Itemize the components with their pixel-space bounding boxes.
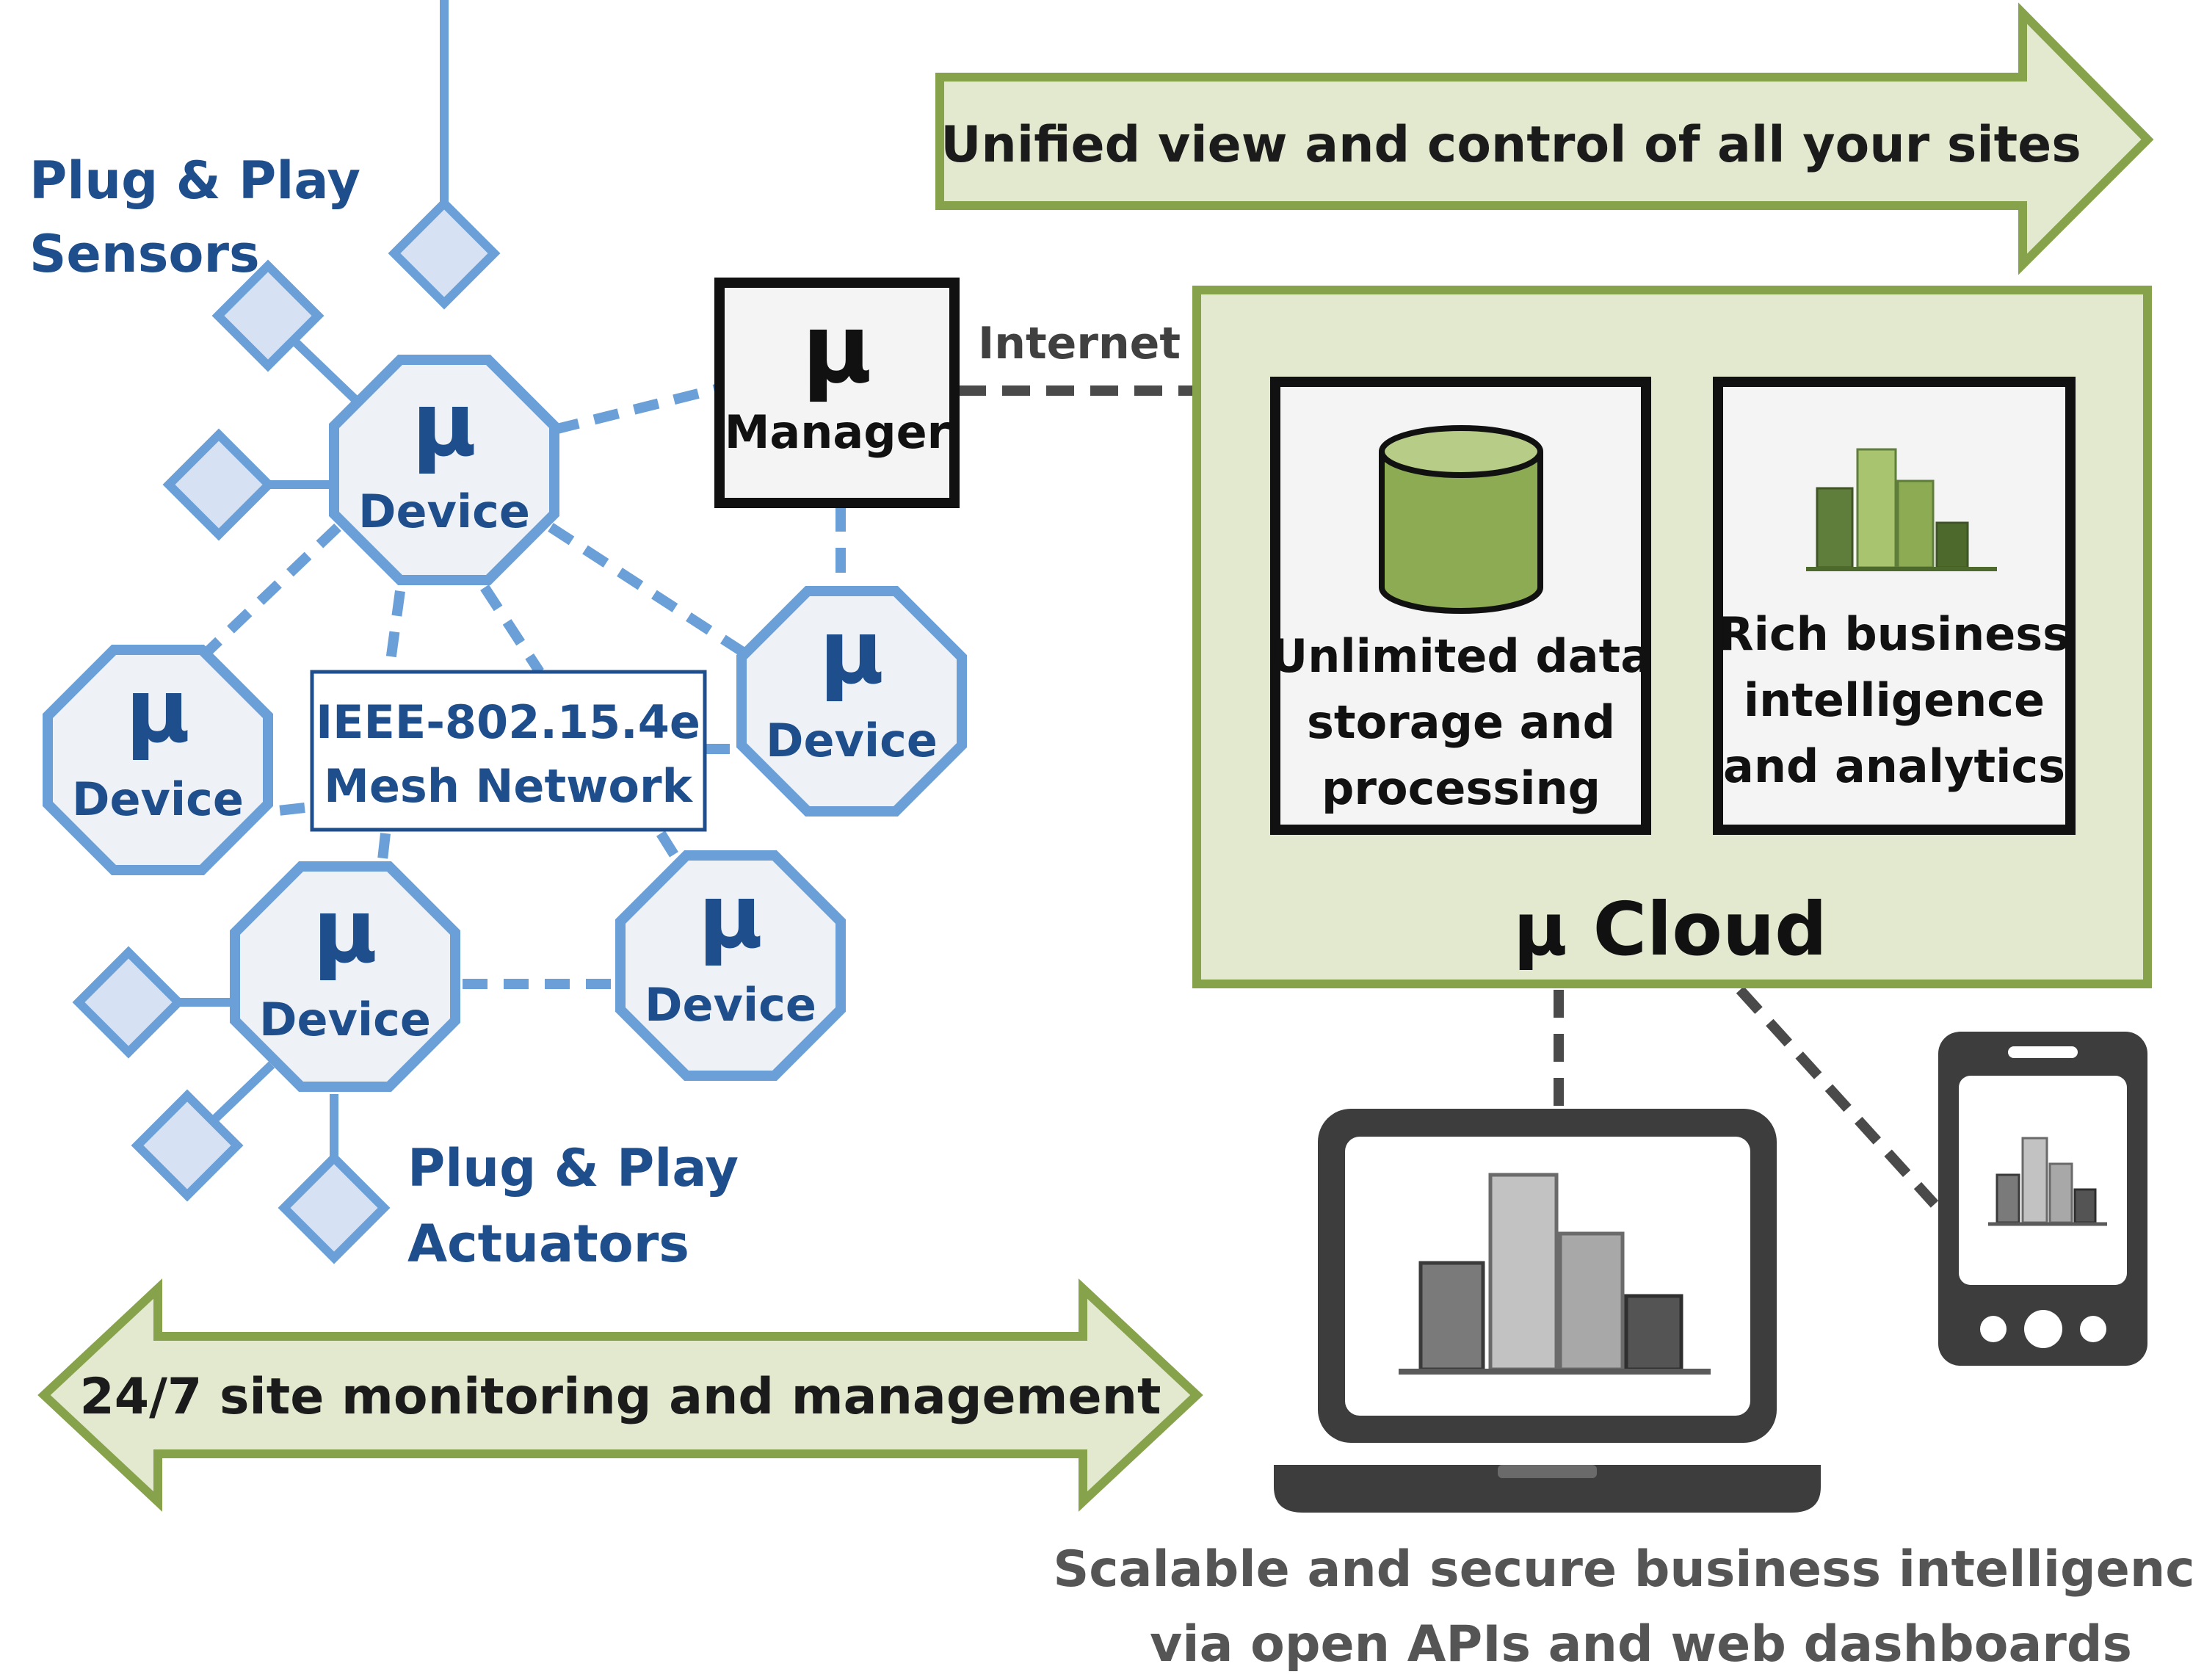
device-mu-symbol: μ [819, 602, 884, 704]
device-label: Device [259, 993, 431, 1046]
device-node: μ Device [235, 866, 455, 1087]
device-node: μ Device [620, 855, 841, 1076]
mesh-network-box: IEEE-802.15.4e Mesh Network [310, 670, 707, 832]
sensor-diamond [394, 203, 494, 303]
laptop-bar-chart [1399, 1173, 1711, 1375]
actuators-label-line2: Actuators [407, 1214, 689, 1274]
top-arrow: Unified view and control of all your sit… [935, 2, 2154, 275]
cloud-panel: μ Cloud Unlimited data storage and proce… [1192, 286, 2152, 988]
manager-node: μ Manager [714, 278, 960, 508]
analytics-box: Rich business intelligence and analytics [1713, 377, 2076, 835]
bottom-arrow-text: 24/7 site monitoring and management [79, 1368, 1161, 1426]
laptop-icon [1274, 1109, 1821, 1513]
device-label: Device [645, 978, 816, 1032]
bottom-arrow: 24/7 site monitoring and management [37, 1278, 1203, 1512]
phone-icon [1938, 1032, 2147, 1366]
phone-bar-chart [1988, 1137, 2107, 1226]
mesh-line2: Mesh Network [324, 759, 693, 813]
footer-line1: Scalable and secure business intelligenc… [1053, 1540, 2193, 1598]
device-node: μ Device [334, 360, 554, 580]
device-mu-symbol: μ [412, 374, 476, 477]
actuator-diamond [284, 1158, 384, 1258]
mesh-line1: IEEE-802.15.4e [316, 695, 700, 749]
internet-links [958, 385, 1939, 1208]
manager-mu-symbol: μ [802, 293, 872, 405]
analytics-line3: and analytics [1723, 739, 2065, 793]
actuators-label-line1: Plug & Play [407, 1138, 739, 1198]
device-mu-symbol: μ [698, 866, 763, 968]
device-label: Device [72, 772, 244, 826]
device-label: Device [766, 714, 938, 767]
sensors-label-line1: Plug & Play [29, 151, 360, 211]
internet-label: Internet [978, 318, 1181, 369]
analytics-line2: intelligence [1744, 673, 2045, 727]
device-mu-symbol: μ [313, 881, 377, 983]
storage-line2: storage and [1307, 695, 1615, 749]
cloud-label: μ Cloud [1513, 886, 1827, 972]
device-label: Device [358, 485, 530, 538]
device-node: μ Device [742, 591, 962, 811]
storage-line1: Unlimited data [1271, 629, 1651, 683]
storage-line3: processing [1322, 761, 1601, 815]
storage-box: Unlimited data storage and processing [1270, 377, 1651, 835]
sensor-diamond [169, 435, 269, 535]
footer-line2: via open APIs and web dashboards [1150, 1615, 2132, 1673]
manager-label: Manager [725, 405, 950, 459]
device-node: μ Device [48, 650, 268, 870]
database-icon [1379, 425, 1543, 614]
bar-chart-icon [1806, 448, 1997, 571]
top-arrow-text: Unified view and control of all your sit… [940, 116, 2081, 174]
actuator-diamond [79, 952, 178, 1052]
mesh-links [202, 384, 846, 989]
analytics-line1: Rich business [1719, 607, 2070, 661]
sensors-label-line2: Sensors [29, 224, 260, 284]
device-mu-symbol: μ [126, 661, 190, 763]
